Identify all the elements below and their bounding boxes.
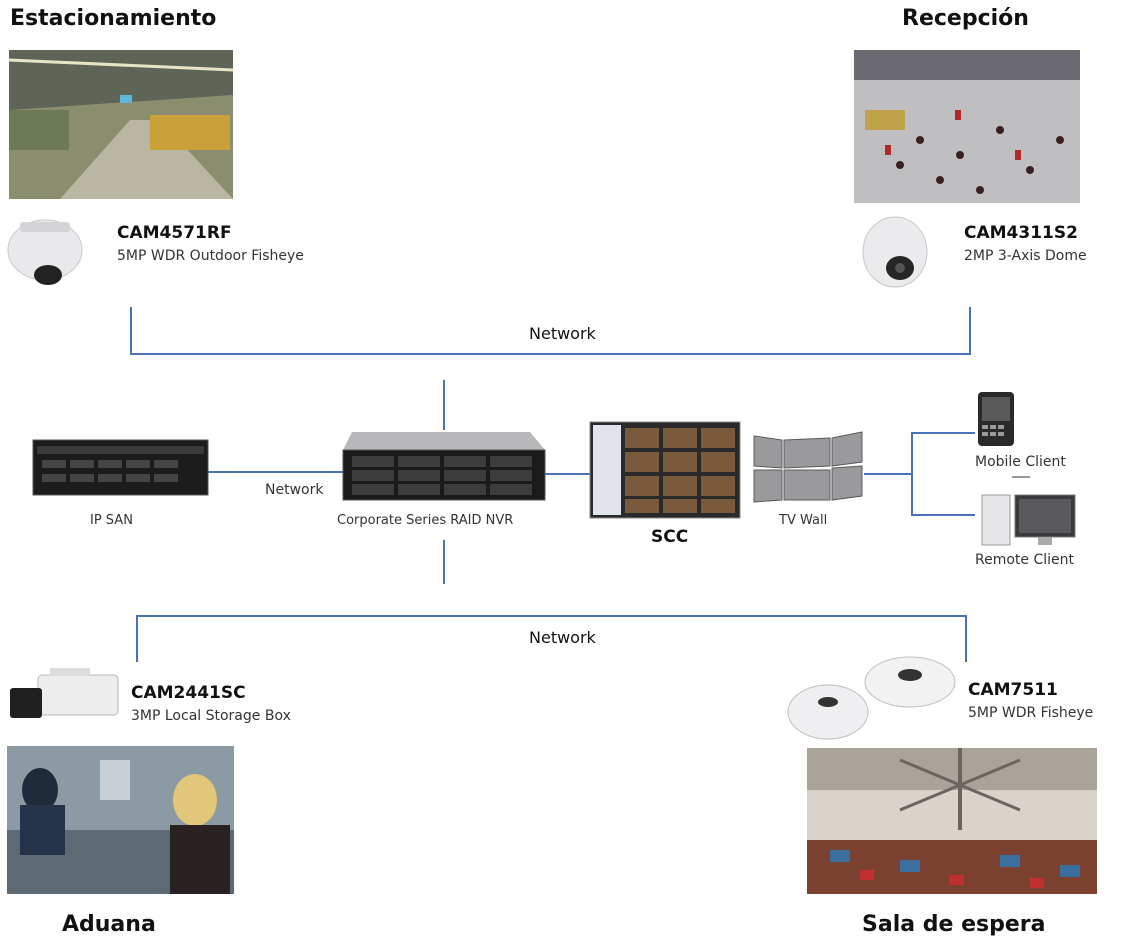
camera-desc-label: 5MP WDR Fisheye [968, 705, 1094, 721]
tv-wall-label: TV Wall [779, 513, 828, 528]
scc-label: SCC [651, 527, 689, 547]
bottom-network-line [136, 615, 967, 662]
network-label-san: Network [265, 482, 324, 498]
location-estacionamiento: Estacionamiento [10, 6, 217, 31]
top-network-line [130, 307, 971, 355]
remote-client-label: Remote Client [975, 552, 1074, 568]
camera-model-label: CAM7511 [968, 680, 1058, 700]
camera-desc-label: 3MP Local Storage Box [131, 708, 291, 724]
network-label-top: Network [529, 324, 596, 343]
camera-model-label: CAM4571RF [117, 223, 232, 243]
camera-desc-label: 2MP 3-Axis Dome [964, 248, 1087, 264]
camera-model-label: CAM4311S2 [964, 223, 1078, 243]
client-branch-line [911, 432, 975, 516]
mobile-client-label: Mobile Client [975, 454, 1066, 470]
ip-san-label: IP SAN [90, 513, 133, 528]
nvr-label: Corporate Series RAID NVR [337, 513, 514, 528]
camera-model-label: CAM2441SC [131, 683, 246, 703]
location-sala-espera: Sala de espera [862, 912, 1046, 937]
location-aduana: Aduana [62, 912, 156, 937]
camera-desc-label: 5MP WDR Outdoor Fisheye [117, 248, 304, 264]
network-label-bottom: Network [529, 628, 596, 647]
location-recepcion: Recepción [902, 6, 1029, 31]
